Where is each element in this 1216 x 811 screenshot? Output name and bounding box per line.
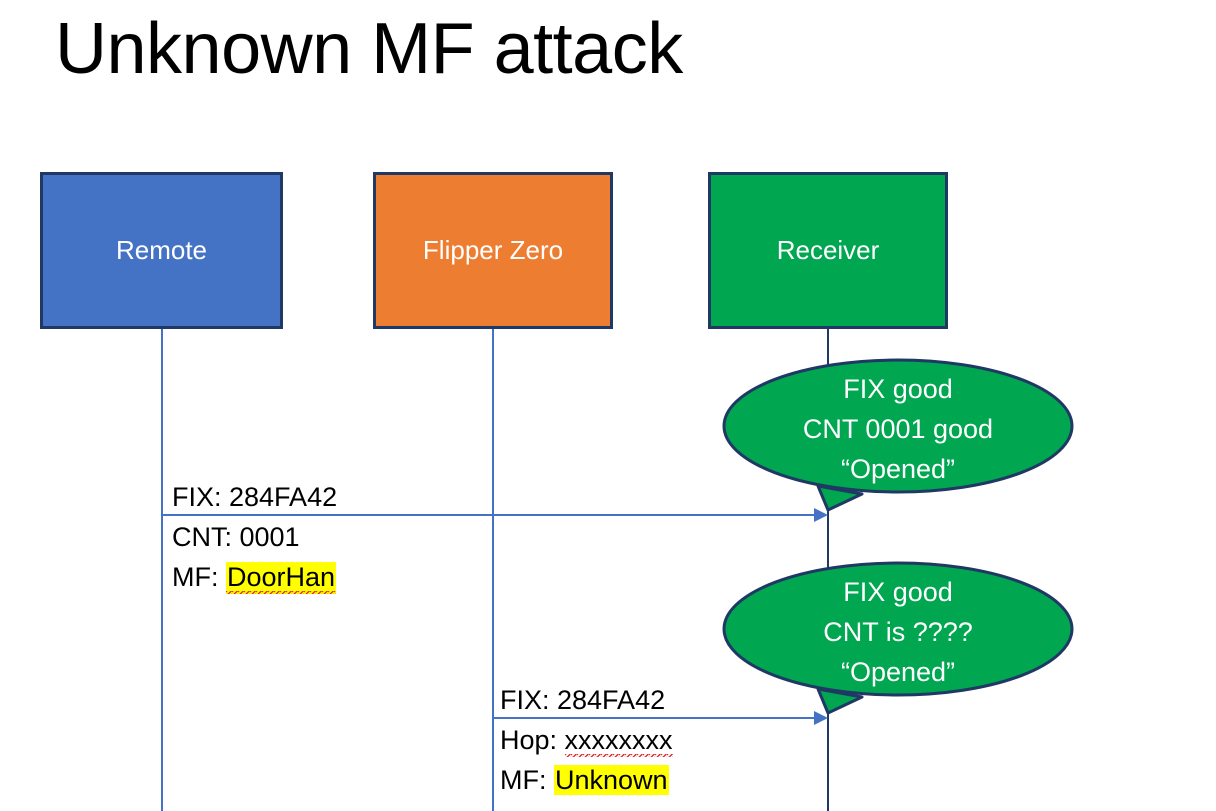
message1-mf-value: DoorHan (226, 562, 337, 594)
actor-box-remote[interactable]: Remote (40, 172, 283, 329)
arrow-head-icon (814, 711, 828, 725)
lifeline-remote (161, 329, 163, 811)
actor-box-flipper-zero[interactable]: Flipper Zero (373, 172, 613, 329)
speech-bubble-shape (722, 358, 1074, 512)
speech-bubble-shape (722, 561, 1074, 715)
message2-mf-line: MF: Unknown (500, 760, 673, 800)
actor-box-receiver[interactable]: Receiver (708, 172, 948, 329)
message1-fix-line: FIX: 284FA42 (172, 482, 338, 512)
page-title: Unknown MF attack (55, 9, 683, 89)
actor-label-receiver: Receiver (776, 235, 880, 265)
arrow-head-icon (814, 508, 828, 522)
speech-bubble-receiver-second: FIX good CNT is ???? “Opened” (722, 561, 1074, 715)
message-arrow-remote-to-receiver (162, 514, 822, 516)
actor-label-flipper-zero: Flipper Zero (422, 235, 564, 265)
message2-hop-value: xxxxxxxx (564, 725, 673, 757)
message-label-flipper-to-receiver: FIX: 284FA42 Hop: xxxxxxxx MF: Unknown (500, 680, 673, 800)
actor-label-remote: Remote (115, 235, 208, 265)
message2-hop-label: Hop: (500, 725, 565, 755)
lifeline-flipper-zero (492, 329, 494, 811)
speech-bubble-receiver-first: FIX good CNT 0001 good “Opened” (722, 358, 1074, 512)
message1-mf-line: MF: DoorHan (172, 557, 337, 597)
message2-mf-label: MF: (500, 765, 554, 795)
message2-mf-value: Unknown (554, 765, 669, 795)
message-arrow-flipper-to-receiver (493, 717, 822, 719)
message-label-remote-to-receiver: FIX: 284FA42 CNT: 0001 MF: DoorHan (172, 477, 337, 597)
message2-hop-line: Hop: xxxxxxxx (500, 720, 673, 760)
message2-fix-line: FIX: 284FA42 (500, 685, 666, 715)
message1-cnt-line: CNT: 0001 (172, 522, 300, 552)
message1-mf-label: MF: (172, 562, 226, 592)
